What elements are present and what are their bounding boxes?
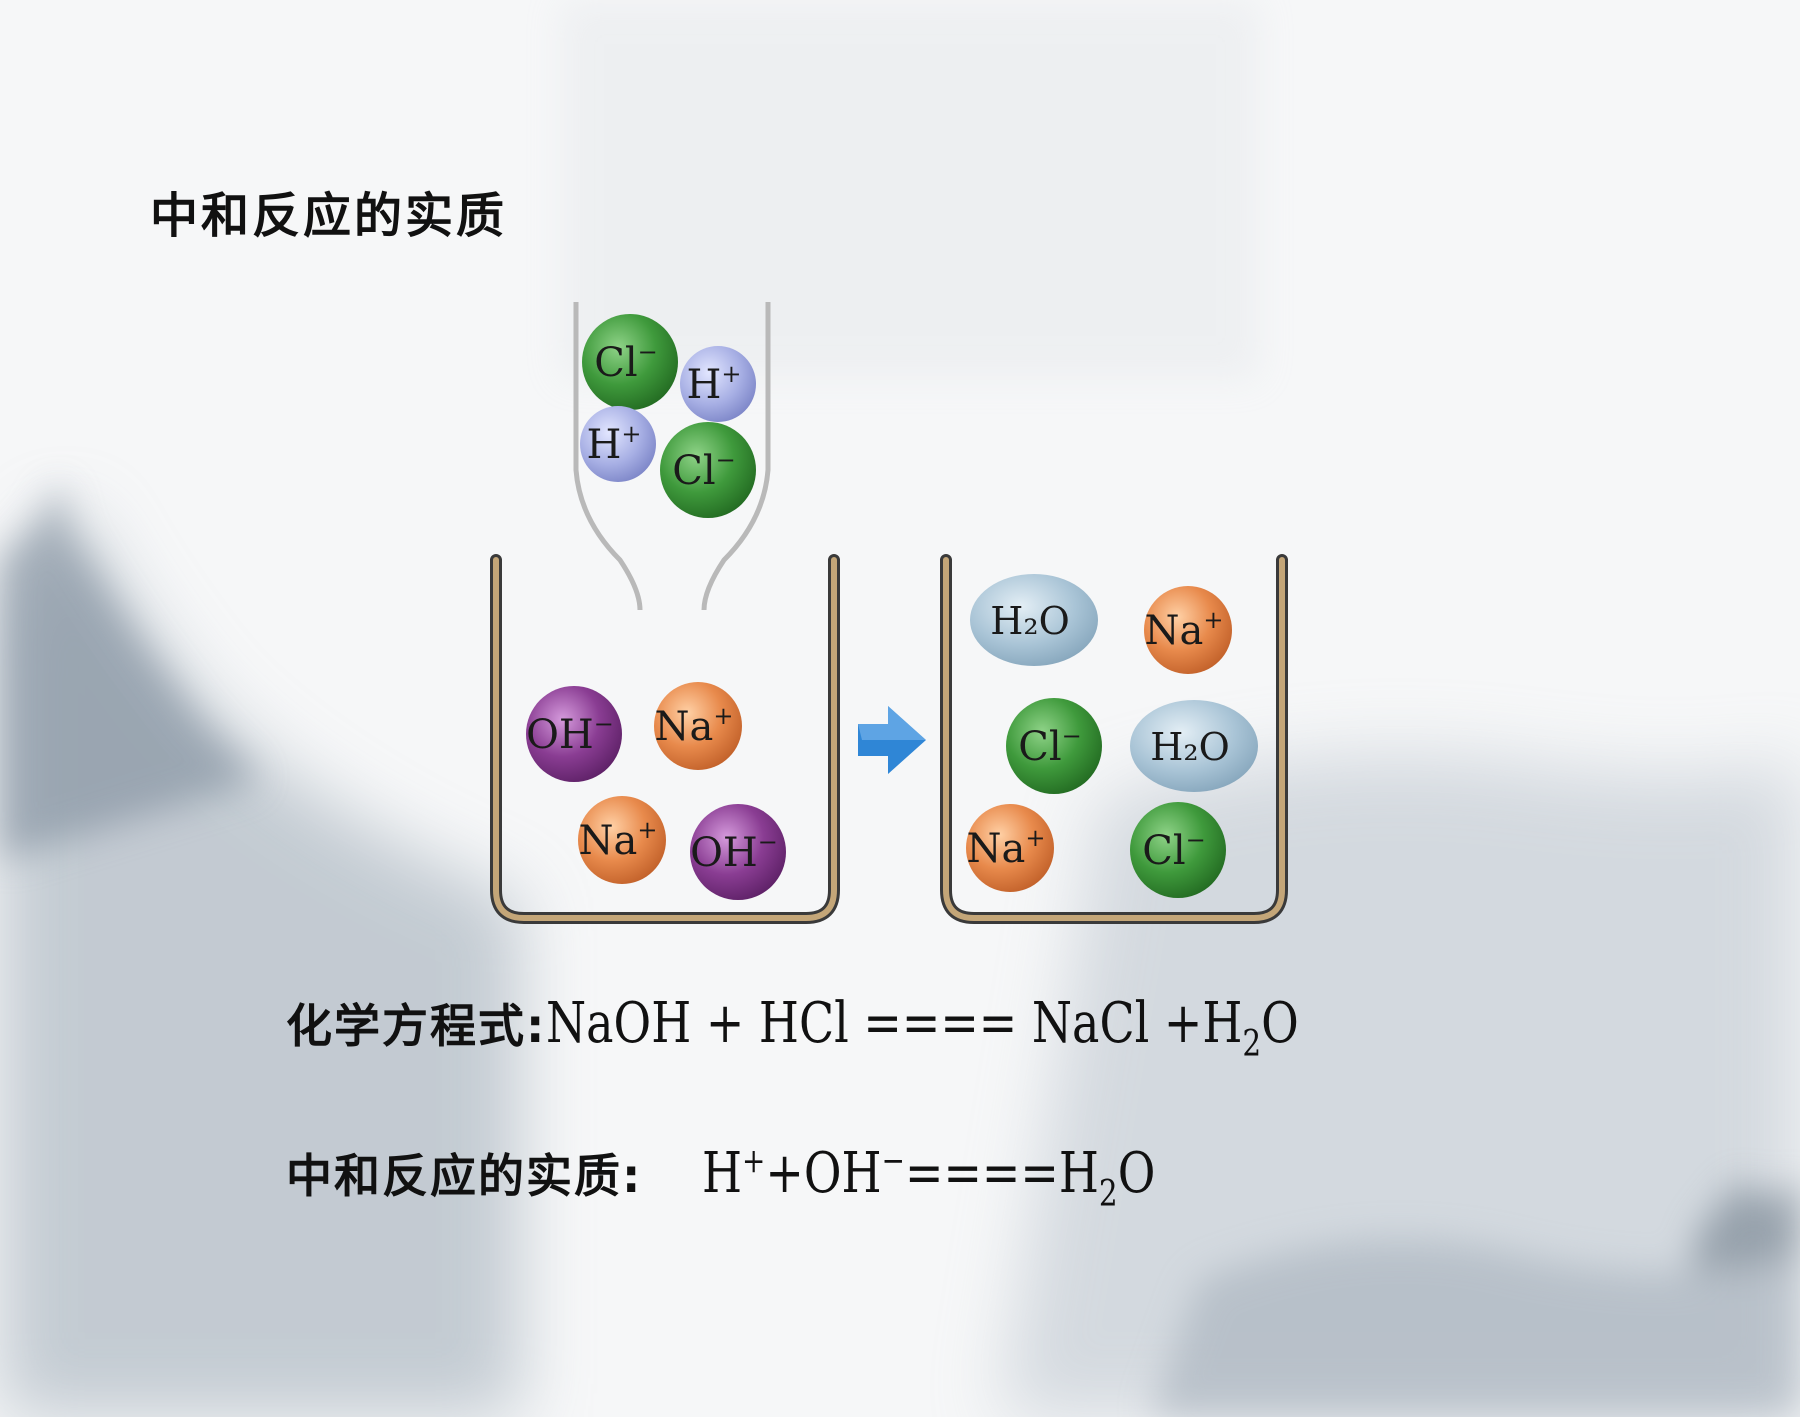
hydrogen-ion-funnel-particles-3: H+ [580, 406, 656, 482]
ionic-equation: H++OH−====H2O [702, 1141, 1155, 1215]
beaker-after [940, 554, 1288, 924]
chloride-ion-beaker-after-6: Cl− [1130, 802, 1226, 898]
sodium-ion-beaker-after-5: Na+ [966, 804, 1054, 892]
hydroxide-charge: − [881, 1141, 906, 1181]
right-arrow-icon [858, 706, 926, 774]
chemical-equation-row: 化学方程式: NaOH + HCl ==== NaCl +H2O [286, 990, 1464, 1065]
ion-label: H₂O [1150, 725, 1230, 769]
chemical-equation-main: NaOH + HCl ==== NaCl +H [546, 991, 1243, 1056]
chemical-equation-label: 化学方程式: [286, 999, 547, 1053]
water-oxygen: O [1261, 991, 1300, 1056]
sodium-ion-beaker-after-2: Na+ [1144, 586, 1232, 674]
chloride-ion-funnel-particles-1: Cl− [582, 314, 678, 410]
beaker-before [490, 554, 840, 924]
chloride-ion-funnel-particles-4: Cl− [660, 422, 756, 518]
water-oxygen: O [1118, 1141, 1156, 1206]
chemical-equation: NaOH + HCl ==== NaCl +H2O [546, 991, 1299, 1065]
ionic-equation-label: 中和反应的实质: [286, 1149, 643, 1203]
hydrogen-charge: + [742, 1141, 766, 1181]
ionic-equation-row: 中和反应的实质: H++OH−====H2O [286, 1140, 1255, 1215]
sodium-ion-beaker-before-3: Na+ [578, 796, 666, 884]
water-ion-beaker-after-4: H₂O [1130, 700, 1258, 792]
hydrogen-ion-funnel-particles-2: H+ [680, 346, 756, 422]
slide-title: 中和反应的实质 [150, 188, 508, 244]
water-ion-beaker-after-1: H₂O [970, 574, 1098, 666]
dropper-funnel [573, 302, 771, 611]
hydroxide-ion-beaker-before-1: OH− [526, 686, 622, 782]
hydroxide-ion-beaker-before-4: OH− [690, 804, 786, 900]
ion-label: H₂O [990, 599, 1070, 643]
hydrogen-ion: H [702, 1141, 743, 1206]
water-subscript: 2 [1099, 1174, 1119, 1215]
chloride-ion-beaker-after-3: Cl− [1006, 698, 1102, 794]
sodium-ion-beaker-before-2: Na+ [654, 682, 742, 770]
hydroxide-ion: +OH [765, 1141, 882, 1206]
water-subscript: 2 [1242, 1024, 1262, 1065]
ion-label: Cl− [672, 446, 736, 494]
ionic-equation-equals: ====H [905, 1141, 1100, 1206]
